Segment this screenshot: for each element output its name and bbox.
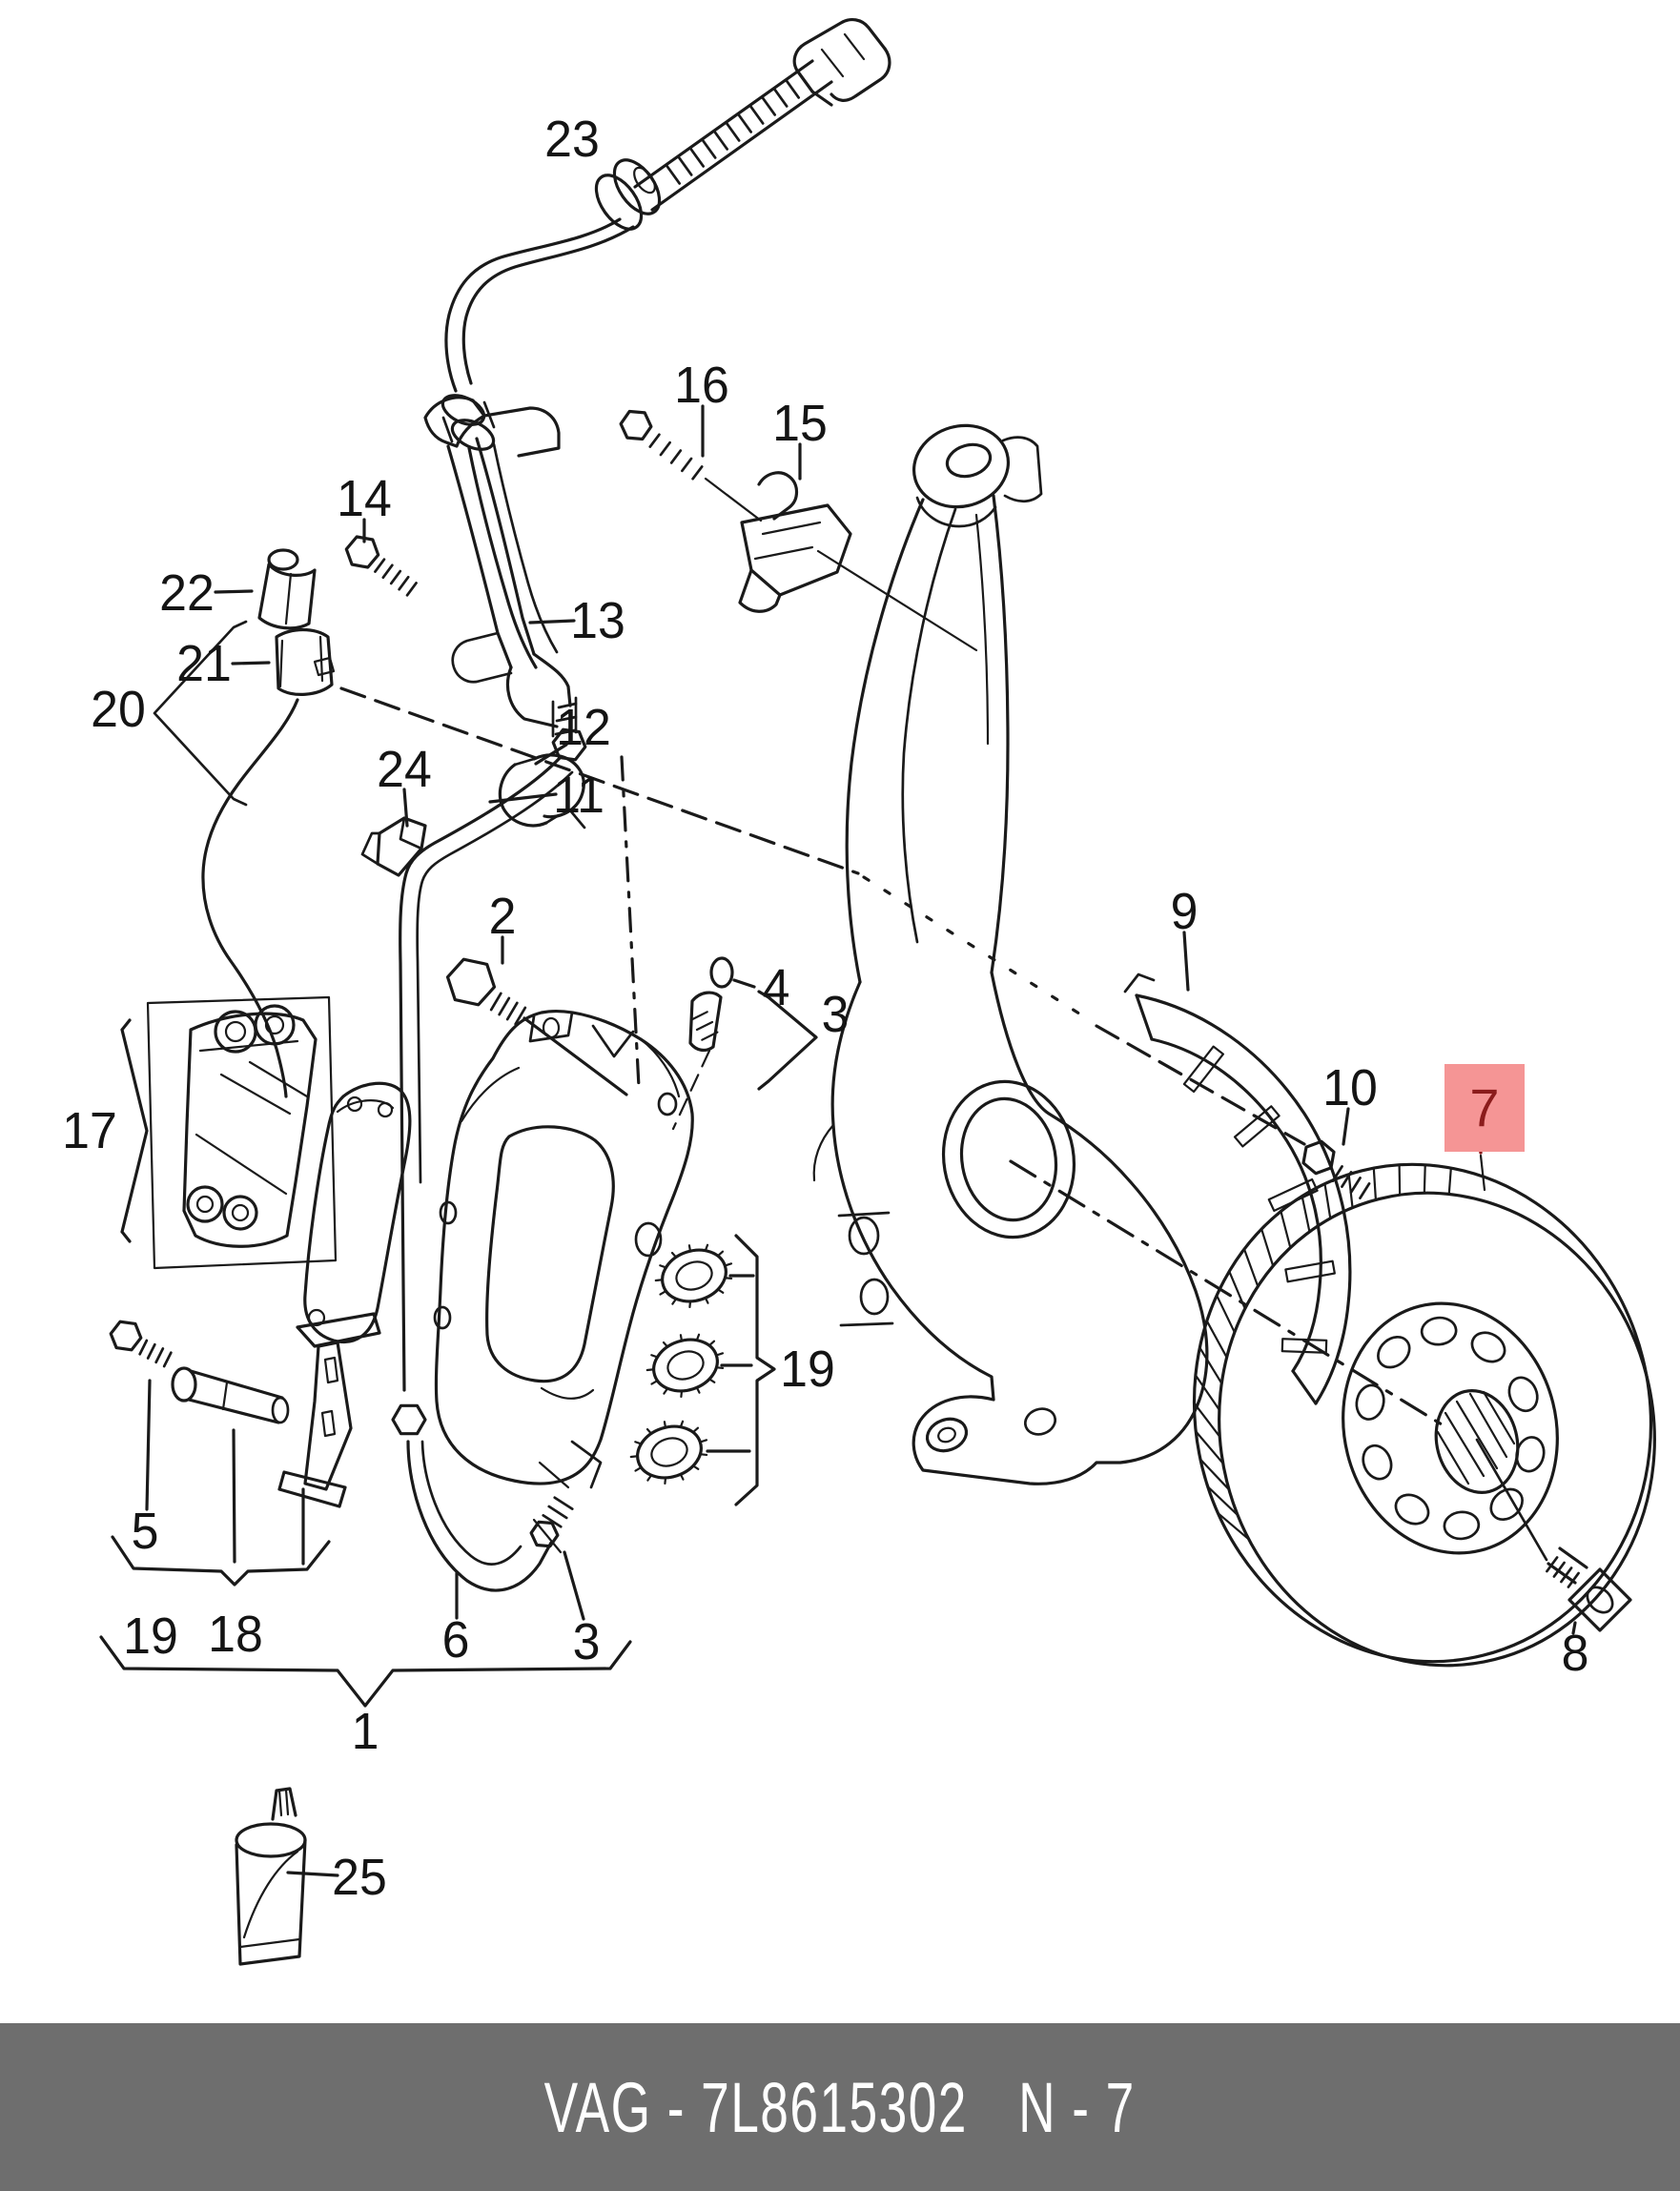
part-label-21[interactable]: 21 <box>176 635 232 692</box>
brake-disc-drawing <box>1192 1162 1656 1668</box>
guide-pin-drawing <box>171 1312 381 1508</box>
catalog-code: VAG - 7L8615302 <box>543 2067 969 2147</box>
part-label-1[interactable]: 1 <box>351 1703 379 1760</box>
part-label-22[interactable]: 22 <box>159 564 215 622</box>
part-label-19-bottom[interactable]: 19 <box>123 1607 178 1665</box>
part-label-13[interactable]: 13 <box>570 592 625 649</box>
part-label-18[interactable]: 18 <box>208 1606 263 1663</box>
generated-detail-lines <box>109 71 1580 1588</box>
part-label-23[interactable]: 23 <box>544 111 600 168</box>
brake-pipe-drawing <box>399 755 574 1592</box>
part-label-6[interactable]: 6 <box>441 1611 470 1669</box>
part-label-15[interactable]: 15 <box>772 395 828 452</box>
footer-bar: VAG - 7L8615302 N - 7 <box>0 2023 1680 2191</box>
part-label-10[interactable]: 10 <box>1322 1059 1378 1116</box>
brake-hose-drawing <box>440 17 891 738</box>
part-label-3-bottom[interactable]: 3 <box>572 1613 601 1670</box>
part-label-19-mid[interactable]: 19 <box>780 1341 835 1398</box>
part-label-7[interactable]: 7 <box>1444 1064 1525 1152</box>
part-label-4[interactable]: 4 <box>762 959 790 1016</box>
part-label-17[interactable]: 17 <box>62 1102 117 1159</box>
splash-shield-drawing <box>1123 973 1352 1405</box>
part-label-14[interactable]: 14 <box>337 470 392 527</box>
part-label-9[interactable]: 9 <box>1170 883 1199 940</box>
grease-tube-drawing <box>235 1787 307 1966</box>
page-reference: N - 7 <box>1018 2067 1137 2147</box>
part-label-24[interactable]: 24 <box>377 741 432 798</box>
part-label-5[interactable]: 5 <box>131 1503 159 1560</box>
part-label-2[interactable]: 2 <box>488 888 517 945</box>
part-label-16[interactable]: 16 <box>674 357 729 414</box>
retaining-bracket-drawing <box>704 471 978 652</box>
part-label-11[interactable]: 11 <box>553 767 604 824</box>
brake-pads-drawing <box>146 995 412 1343</box>
part-label-20[interactable]: 20 <box>91 681 146 738</box>
leader-lines <box>99 404 1577 1877</box>
part-label-3-upper[interactable]: 3 <box>821 986 850 1043</box>
part-label-8[interactable]: 8 <box>1561 1625 1589 1682</box>
steering-knuckle-drawing <box>812 423 1209 1485</box>
alignment-lines <box>339 686 1444 1426</box>
sensor-wiring-drawing <box>153 548 336 1098</box>
part-label-25[interactable]: 25 <box>332 1849 387 1906</box>
bleeder-valve-drawing <box>671 956 734 1131</box>
part-label-12[interactable]: 12 <box>556 699 611 756</box>
brake-caliper-drawing <box>433 1010 694 1489</box>
